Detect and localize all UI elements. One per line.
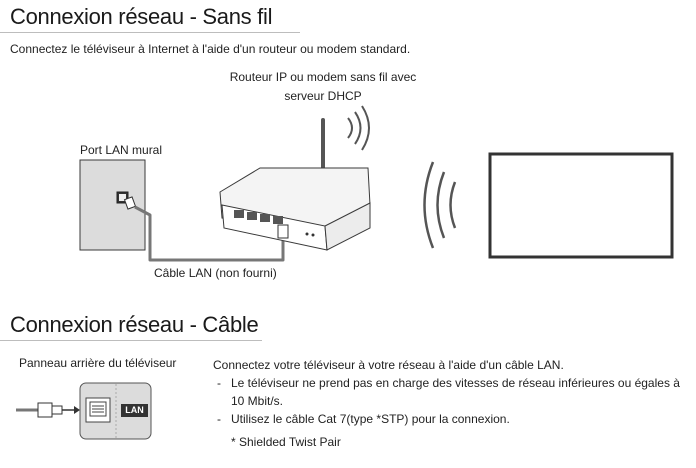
footnote: * Shielded Twist Pair: [231, 435, 341, 449]
note-item: Utilisez le câble Cat 7(type *STP) pour …: [213, 410, 693, 428]
router-label-line1: Routeur IP ou modem sans fil avec: [229, 70, 417, 84]
router-wifi-signal-icon: [347, 105, 370, 151]
wall-lan-port-icon: [79, 159, 146, 251]
cable-intro-text: Connectez votre téléviseur à votre résea…: [213, 358, 564, 372]
wall-port-label: Port LAN mural: [80, 143, 163, 157]
wifi-signal-icon: [423, 161, 457, 249]
tv-icon: [488, 152, 674, 259]
lan-cable: [134, 205, 285, 262]
router-label-line2: serveur DHCP: [284, 89, 362, 103]
wireless-section-title: Connexion réseau - Sans fil: [10, 4, 273, 29]
panel-label: Panneau arrière du téléviseur: [19, 356, 177, 370]
cable-label: Câble LAN (non fourni): [154, 266, 277, 280]
router-icon: [219, 118, 371, 251]
wireless-intro-text: Connectez le téléviseur à Internet à l'a…: [10, 42, 411, 56]
lan-panel-icon: [79, 382, 152, 440]
lan-port-label: LAN: [125, 405, 144, 415]
title-rule: [0, 32, 300, 33]
title-rule-2: [0, 340, 262, 341]
note-item: Le téléviseur ne prend pas en charge des…: [213, 374, 693, 410]
cable-section-title: Connexion réseau - Câble: [10, 312, 259, 337]
cable-notes-list: Le téléviseur ne prend pas en charge des…: [213, 374, 693, 428]
lan-plug-icon: [16, 402, 80, 418]
